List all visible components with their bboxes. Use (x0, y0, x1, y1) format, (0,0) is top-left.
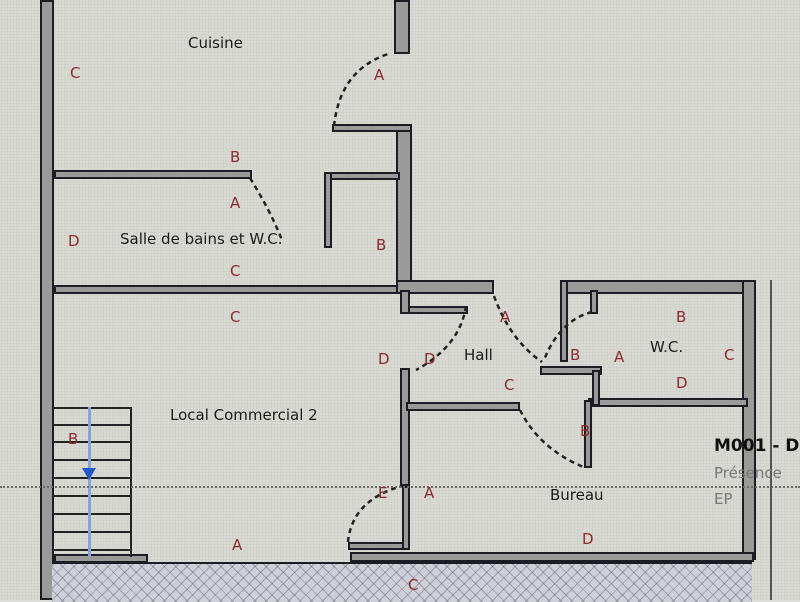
room-label-wc[interactable]: W.C. (650, 338, 684, 356)
wall-cuisine-right-top (394, 0, 410, 54)
outer-wall-left (40, 0, 54, 600)
panel-title: M001 - D (714, 436, 800, 456)
wall-cuisine-sdb (54, 170, 252, 179)
wall-local-hall-upper (400, 290, 410, 314)
wall-code[interactable]: B (676, 308, 687, 326)
panel-border (770, 280, 772, 600)
wall-bureau-b (584, 400, 592, 468)
wall-code[interactable]: E (378, 484, 388, 502)
wall-code[interactable]: B (570, 346, 581, 364)
wall-code[interactable]: C (230, 308, 241, 326)
panel-sub2: EP (714, 490, 733, 508)
wall-wc-stub (590, 290, 598, 314)
wall-code[interactable]: B (580, 422, 591, 440)
wall-code[interactable]: D (68, 232, 80, 250)
wall-sdb-partition (324, 172, 332, 248)
stairs-direction-line (88, 407, 91, 557)
room-label-local[interactable]: Local Commercial 2 (170, 406, 318, 424)
wall-code[interactable]: C (70, 64, 81, 82)
wall-code[interactable]: C (408, 576, 419, 594)
wall-code[interactable]: C (504, 376, 515, 394)
wall-code[interactable]: B (230, 148, 241, 166)
wall-code[interactable]: D (424, 350, 436, 368)
wall-wc-bottom (540, 366, 602, 375)
room-label-bureau[interactable]: Bureau (550, 486, 604, 504)
wall-code[interactable]: C (724, 346, 735, 364)
wall-bottom-right (350, 552, 754, 562)
wall-code[interactable]: B (376, 236, 387, 254)
room-label-hall[interactable]: Hall (464, 346, 493, 364)
section-cut-line (0, 486, 800, 488)
wall-local-hall (400, 368, 410, 486)
wall-hall-top (396, 280, 494, 294)
wall-code[interactable]: D (582, 530, 594, 548)
wall-code[interactable]: D (676, 374, 688, 392)
wall-code[interactable]: A (614, 348, 625, 366)
wall-code[interactable]: A (500, 308, 511, 326)
wall-cuisine-door-stub (332, 124, 412, 132)
wall-code[interactable]: A (424, 484, 435, 502)
wall-code[interactable]: B (68, 430, 79, 448)
wall-code[interactable]: A (230, 194, 241, 212)
staircase (54, 407, 132, 557)
panel-subtitle: Présence (714, 464, 782, 482)
hatched-zone (52, 562, 752, 602)
wall-code[interactable]: D (378, 350, 390, 368)
room-label-sdb[interactable]: Salle de bains et W.C. (120, 230, 283, 248)
stairs-down-arrow-icon (82, 468, 96, 480)
wall-code[interactable]: A (232, 536, 243, 554)
wall-code[interactable]: A (374, 66, 385, 84)
wall-wc-left (560, 280, 568, 362)
wall-wc-bureau-vert (592, 370, 600, 406)
wall-code[interactable]: C (230, 262, 241, 280)
room-label-cuisine[interactable]: Cuisine (188, 34, 243, 52)
wall-hall-bureau (406, 402, 520, 411)
